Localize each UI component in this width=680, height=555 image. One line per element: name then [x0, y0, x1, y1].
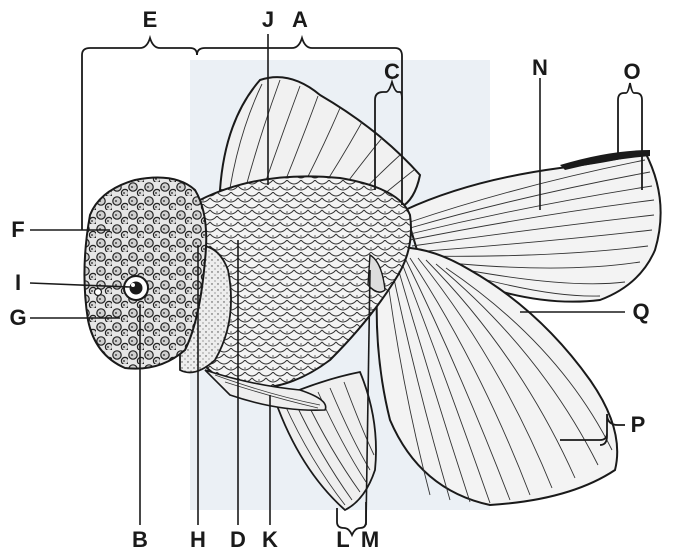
label-D: D: [230, 529, 246, 551]
label-L: L: [336, 529, 349, 551]
label-C: C: [384, 61, 400, 83]
nostril: [95, 289, 102, 296]
label-I: I: [15, 272, 21, 294]
label-E: E: [143, 9, 158, 31]
label-O: O: [623, 61, 640, 83]
label-M: M: [361, 529, 379, 551]
label-P: P: [631, 414, 646, 436]
label-G: G: [9, 307, 26, 329]
eye: [124, 276, 148, 300]
label-B: B: [132, 529, 148, 551]
label-F: F: [11, 219, 24, 241]
label-N: N: [532, 57, 548, 79]
label-A: A: [292, 9, 308, 31]
label-H: H: [190, 529, 206, 551]
label-Q: Q: [632, 301, 649, 323]
label-K: K: [262, 529, 278, 551]
wen-head: [84, 178, 206, 369]
label-J: J: [262, 9, 274, 31]
